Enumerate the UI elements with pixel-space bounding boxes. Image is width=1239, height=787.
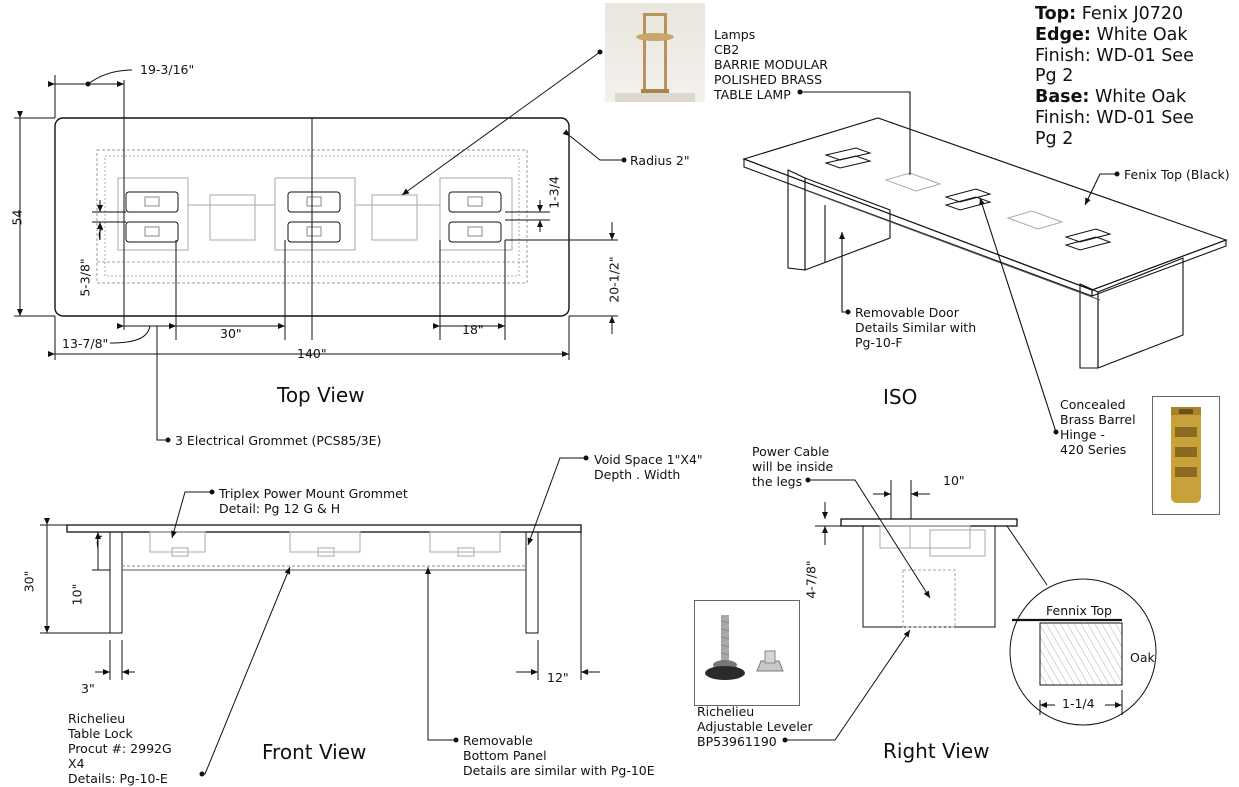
table-lamp-photo [605, 3, 705, 102]
top-view-title: Top View [277, 383, 365, 407]
dim-5-3-8: 5-3/8" [77, 258, 93, 297]
iso-view-drawing [742, 89, 1228, 435]
dim-4-7-8: 4-7/8" [803, 560, 819, 599]
hinge-callout: Concealed Brass Barrel Hinge - 420 Serie… [1060, 397, 1136, 457]
grommet-callout: 3 Electrical Grommet (PCS85/3E) [175, 433, 382, 448]
spec-finish2-line2: Pg 2 [1035, 128, 1074, 149]
dim-1-1-4: 1-1/4 [1062, 696, 1095, 711]
top-view-drawing [14, 49, 627, 443]
dim-30-top: 30" [220, 326, 242, 341]
power-cable-callout: Power Cable will be inside the legs [752, 444, 834, 489]
dim-10-front: 10" [69, 583, 85, 606]
dim-19-3-16: 19-3/16" [140, 62, 195, 77]
leveler-callout: Richelieu Adjustable Leveler BP53961190 [697, 704, 813, 749]
dim-30-front: 30" [21, 570, 37, 593]
dim-140: 140" [297, 346, 327, 361]
front-view-drawing [40, 455, 600, 777]
void-space-callout: Void Space 1"X4" Depth . Width [594, 452, 703, 482]
dim-10-right: 10" [943, 473, 965, 488]
adjustable-leveler-photo [694, 600, 800, 706]
triplex-callout: Triplex Power Mount Grommet Detail: Pg 1… [219, 486, 408, 516]
dim-54: 54 [9, 209, 25, 226]
dim-20-1-2: 20-1/2" [606, 256, 622, 303]
dim-13-7-8: 13-7/8" [62, 336, 109, 351]
bottom-panel-callout: Removable Bottom Panel Details are simil… [463, 733, 655, 778]
brass-barrel-hinge-photo [1152, 396, 1220, 515]
radius-callout: Radius 2" [630, 153, 690, 168]
spec-edge-value: White Oak [1090, 24, 1188, 45]
spec-finish1-line1: Finish: WD-01 See [1035, 45, 1194, 66]
fennix-top-detail-label: Fennix Top [1046, 603, 1112, 618]
table-lock-callout: Richelieu Table Lock Procut #: 2992G X4 … [68, 711, 172, 786]
removable-door-callout: Removable Door Details Similar with Pg-1… [855, 305, 977, 350]
spec-finish2-line1: Finish: WD-01 See [1035, 107, 1194, 128]
spec-edge-label: Edge: [1035, 24, 1091, 45]
spec-base-value: White Oak [1089, 87, 1187, 108]
dim-1-3-4: 1-3/4 [546, 176, 562, 209]
spec-block: Top: Fenix J0720 Edge: White Oak Finish:… [1035, 4, 1194, 150]
lamp-callout: Lamps CB2 BARRIE MODULAR POLISHED BRASS … [714, 27, 828, 102]
spec-base-label: Base: [1035, 87, 1090, 108]
iso-view-title: ISO [883, 385, 918, 409]
dim-3: 3" [81, 681, 95, 696]
spec-top-label: Top: [1035, 4, 1077, 24]
dim-18: 18" [462, 322, 484, 337]
spec-top-value: Fenix J0720 [1076, 4, 1184, 24]
dim-12: 12" [547, 670, 569, 685]
right-view-title: Right View [883, 739, 990, 763]
front-view-title: Front View [262, 740, 367, 764]
fenix-top-callout: Fenix Top (Black) [1124, 167, 1230, 182]
oak-detail-label: Oak [1130, 650, 1155, 665]
right-view-drawing [782, 477, 1157, 743]
spec-finish1-line2: Pg 2 [1035, 66, 1074, 87]
